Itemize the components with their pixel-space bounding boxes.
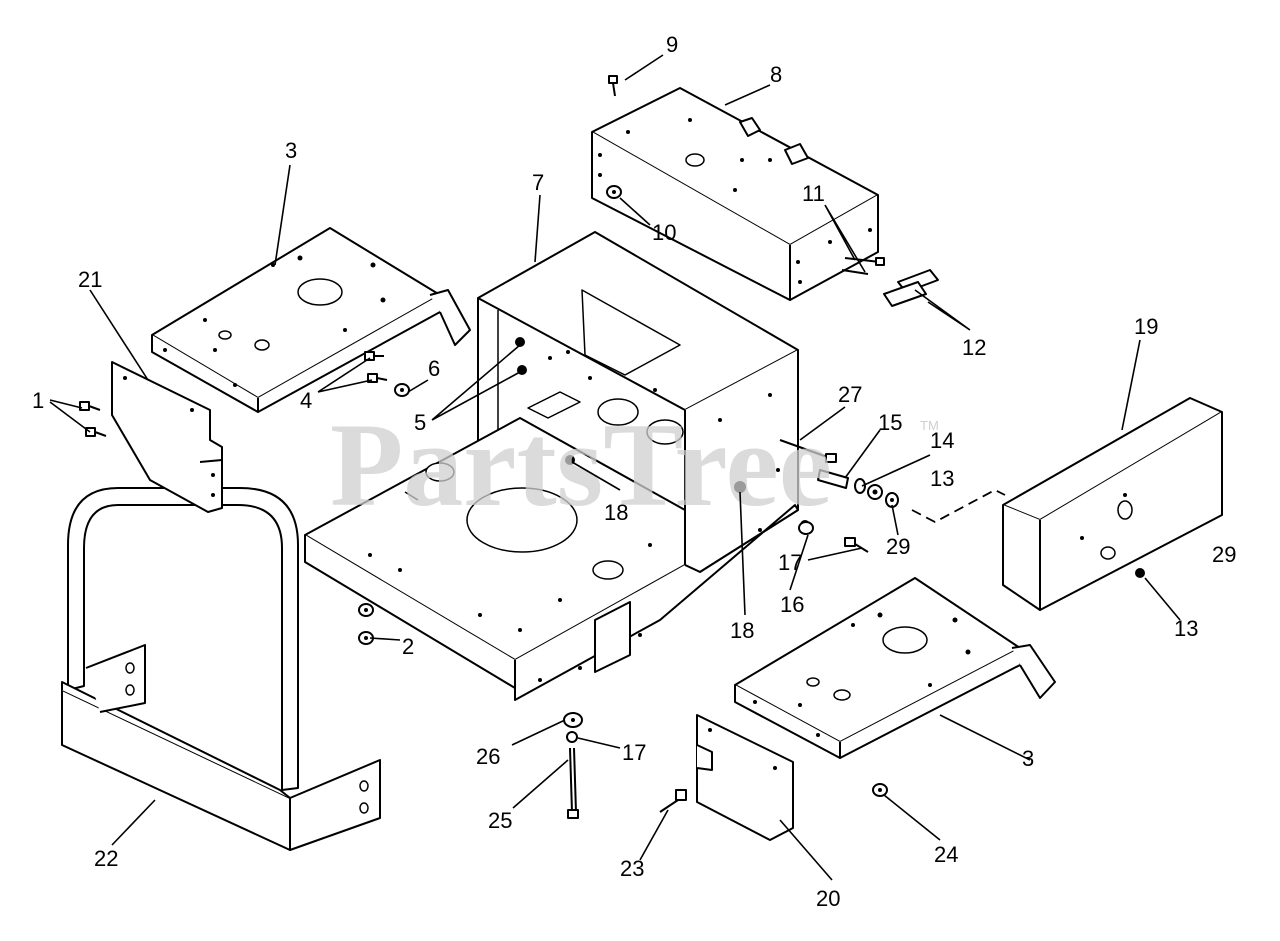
- callout-6: 6: [428, 356, 440, 381]
- part-23-bolt[interactable]: [659, 789, 687, 813]
- callout-24: 24: [934, 842, 958, 867]
- alignment-dashed-line: [911, 488, 1006, 524]
- callout-2: 2: [402, 634, 414, 659]
- callout-9: 9: [666, 32, 678, 57]
- callout-17-upper: 17: [778, 550, 802, 575]
- watermark-tm: TM: [920, 418, 939, 433]
- leader-lines: [49, 54, 1181, 881]
- part-4-bolts[interactable]: [364, 351, 388, 383]
- callout-27: 27: [838, 382, 862, 407]
- part-25-bolt[interactable]: [567, 747, 579, 819]
- callout-17-lower: 17: [622, 740, 646, 765]
- callout-5: 5: [414, 410, 426, 435]
- callout-3-lower: 3: [1022, 746, 1034, 771]
- callout-19: 19: [1134, 314, 1158, 339]
- callout-23: 23: [620, 856, 644, 881]
- callout-21: 21: [78, 267, 102, 292]
- callout-1: 1: [32, 388, 44, 413]
- part-13-nut-upper[interactable]: [867, 484, 883, 500]
- callouts: 1 2 3 3 4 5 6 7 8 9 10 11 12 13 13 14 15…: [32, 32, 1236, 911]
- part-20-side-panel[interactable]: [696, 714, 794, 841]
- part-17-nut-upper[interactable]: [798, 521, 814, 535]
- part-3-footrest-right[interactable]: [734, 577, 1056, 759]
- part-19-weight[interactable]: [1002, 397, 1223, 611]
- callout-25: 25: [488, 808, 512, 833]
- callout-22: 22: [94, 846, 118, 871]
- part-24-nut[interactable]: [872, 783, 888, 797]
- part-26-washer[interactable]: [563, 712, 583, 728]
- callout-3-upper: 3: [285, 138, 297, 163]
- callout-26: 26: [476, 744, 500, 769]
- callout-10: 10: [652, 220, 676, 245]
- callout-29-lower: 29: [1212, 542, 1236, 567]
- watermark-text: PartsTree: [330, 398, 832, 531]
- callout-11: 11: [802, 181, 825, 206]
- part-6-nut[interactable]: [394, 383, 410, 397]
- part-7-main-frame[interactable]: [304, 231, 810, 701]
- callout-15: 15: [878, 410, 902, 435]
- callout-4: 4: [300, 388, 312, 413]
- callout-13-lower: 13: [1174, 616, 1198, 641]
- part-10-nut[interactable]: [606, 185, 622, 199]
- callout-14: 14: [930, 428, 954, 453]
- part-3-footrest-left[interactable]: [151, 227, 471, 413]
- hardware: [79, 75, 939, 819]
- part-29-washer-upper[interactable]: [885, 492, 899, 508]
- callout-18-upper: 18: [604, 500, 628, 525]
- part-1-bolts[interactable]: [79, 401, 107, 437]
- callout-18-lower: 18: [730, 618, 754, 643]
- part-2-nuts[interactable]: [358, 603, 374, 645]
- callout-20: 20: [816, 886, 840, 911]
- part-15-spacer[interactable]: [817, 469, 849, 489]
- callout-8: 8: [770, 62, 782, 87]
- part-17-nut-lower[interactable]: [566, 731, 578, 743]
- part-11-bolts[interactable]: [841, 257, 885, 275]
- part-14-washer[interactable]: [854, 478, 866, 494]
- callout-13-upper: 13: [930, 466, 954, 491]
- callout-12: 12: [962, 335, 986, 360]
- part-9-bolt[interactable]: [608, 75, 618, 97]
- part-22-bumper[interactable]: [61, 487, 381, 851]
- callout-7: 7: [532, 170, 544, 195]
- callout-29-upper: 29: [886, 534, 910, 559]
- part-8-cover[interactable]: [591, 87, 879, 301]
- part-27-bolt[interactable]: [779, 439, 837, 463]
- part-12-spacers[interactable]: [883, 269, 939, 307]
- part-21-side-panel[interactable]: [111, 361, 223, 513]
- callout-16: 16: [780, 592, 804, 617]
